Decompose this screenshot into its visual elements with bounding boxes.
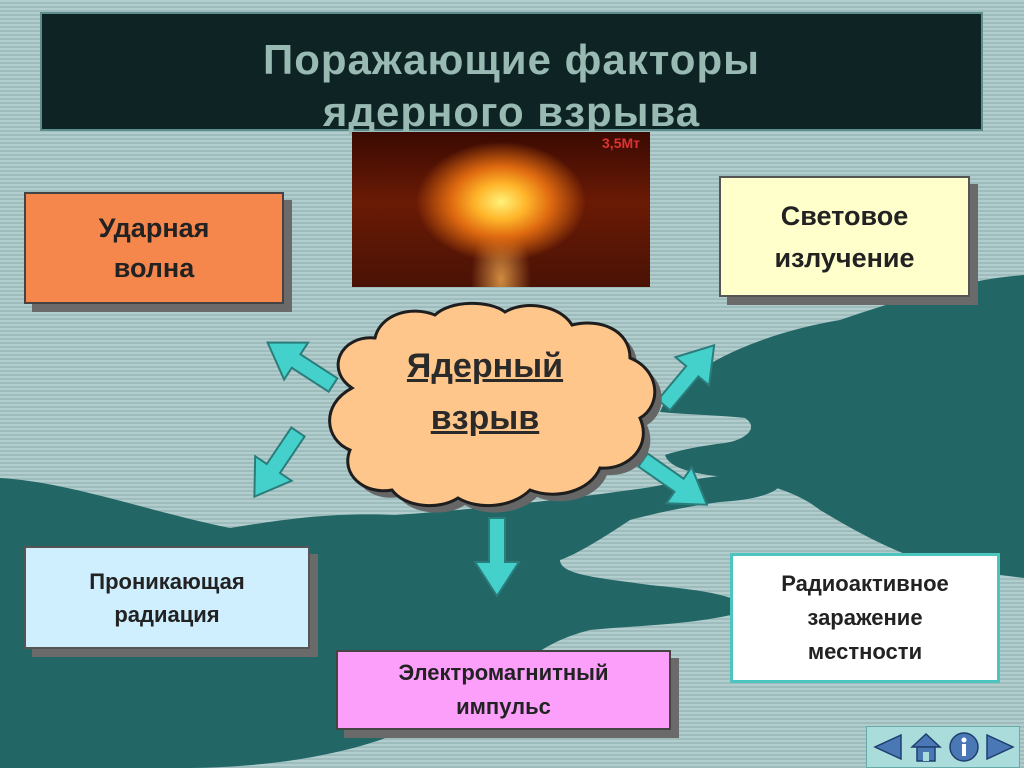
arrow-to-emp [473,517,521,598]
factor-penetrating-radiation-line2: радиация [114,601,220,627]
factor-contamination-line2: заражение [807,605,923,630]
factor-shock-wave-line1: Ударная [98,213,210,243]
factor-contamination-line1: Радиоактивное [781,571,949,596]
back-icon[interactable] [871,730,905,764]
slide-nav-bar [866,726,1020,768]
center-node-line2: взрыв [430,399,540,437]
cloud-shape [328,301,657,508]
right-arm-silhouette [660,275,1024,578]
arrow-to-shock-wave [266,341,339,394]
title-banner: Поражающие факторы ядерного взрыва [40,12,983,135]
photo-yield-label: 3,5Мт [602,135,640,151]
factor-penetrating-radiation: Проникающая радиация [24,546,310,649]
center-node-label: Ядерный взрыв [380,340,590,444]
home-icon[interactable] [909,730,943,764]
factor-emp-line2: импульс [456,694,551,719]
slide-title-line2: ядерного взрыва [322,88,701,135]
arrow-to-light-radiation [656,343,716,412]
factor-shock-wave: Ударная волна [24,192,284,304]
arrow-to-penetrating-radiation [253,426,307,499]
factor-contamination: Радиоактивное заражение местности [730,553,1000,683]
factor-penetrating-radiation-line1: Проникающая [89,568,245,594]
info-icon[interactable] [947,730,981,764]
factor-light-radiation: Световое излучение [719,176,970,297]
factor-shock-wave-line2: волна [113,253,195,283]
arrows [253,341,716,598]
explosion-photo: 3,5Мт [352,132,650,287]
factor-light-radiation-line2: излучение [774,242,915,273]
center-node-line1: Ядерный [406,347,564,385]
factor-light-radiation-line1: Световое [780,200,909,231]
arrow-to-contamination [637,452,709,506]
factor-contamination-line3: местности [807,639,923,664]
slide-title-line1: Поражающие факторы [263,36,760,83]
factor-emp: Электромагнитный импульс [336,650,671,730]
forward-icon[interactable] [983,730,1017,764]
factor-emp-line1: Электромагнитный [398,660,609,685]
